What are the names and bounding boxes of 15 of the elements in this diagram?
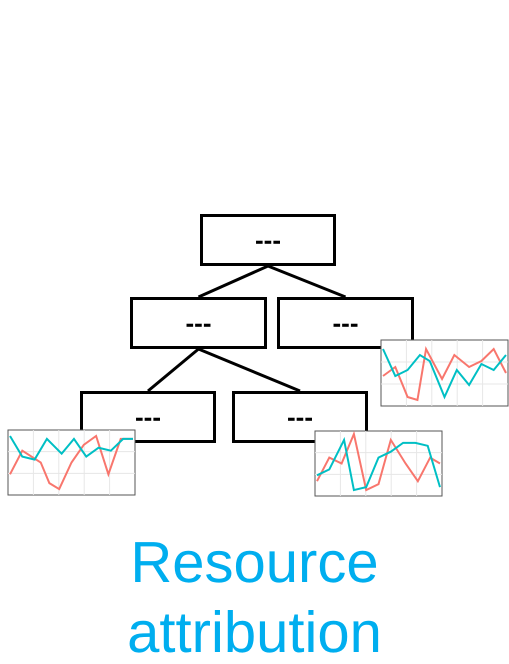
box-text: --- <box>135 404 161 430</box>
tree-box <box>80 391 216 443</box>
caption: Resource attribution <box>126 529 383 664</box>
box-text: --- <box>186 310 212 336</box>
connector-line <box>198 264 269 298</box>
tree-box <box>277 297 414 349</box>
box-text: --- <box>255 227 281 253</box>
tree-box <box>130 297 267 349</box>
box-text: --- <box>287 404 313 430</box>
connector-line <box>147 348 200 392</box>
box-text: --- <box>332 310 358 336</box>
connector-line <box>267 264 346 298</box>
connector-line <box>198 348 301 392</box>
tree-box <box>232 391 368 443</box>
tree-box <box>200 214 336 266</box>
